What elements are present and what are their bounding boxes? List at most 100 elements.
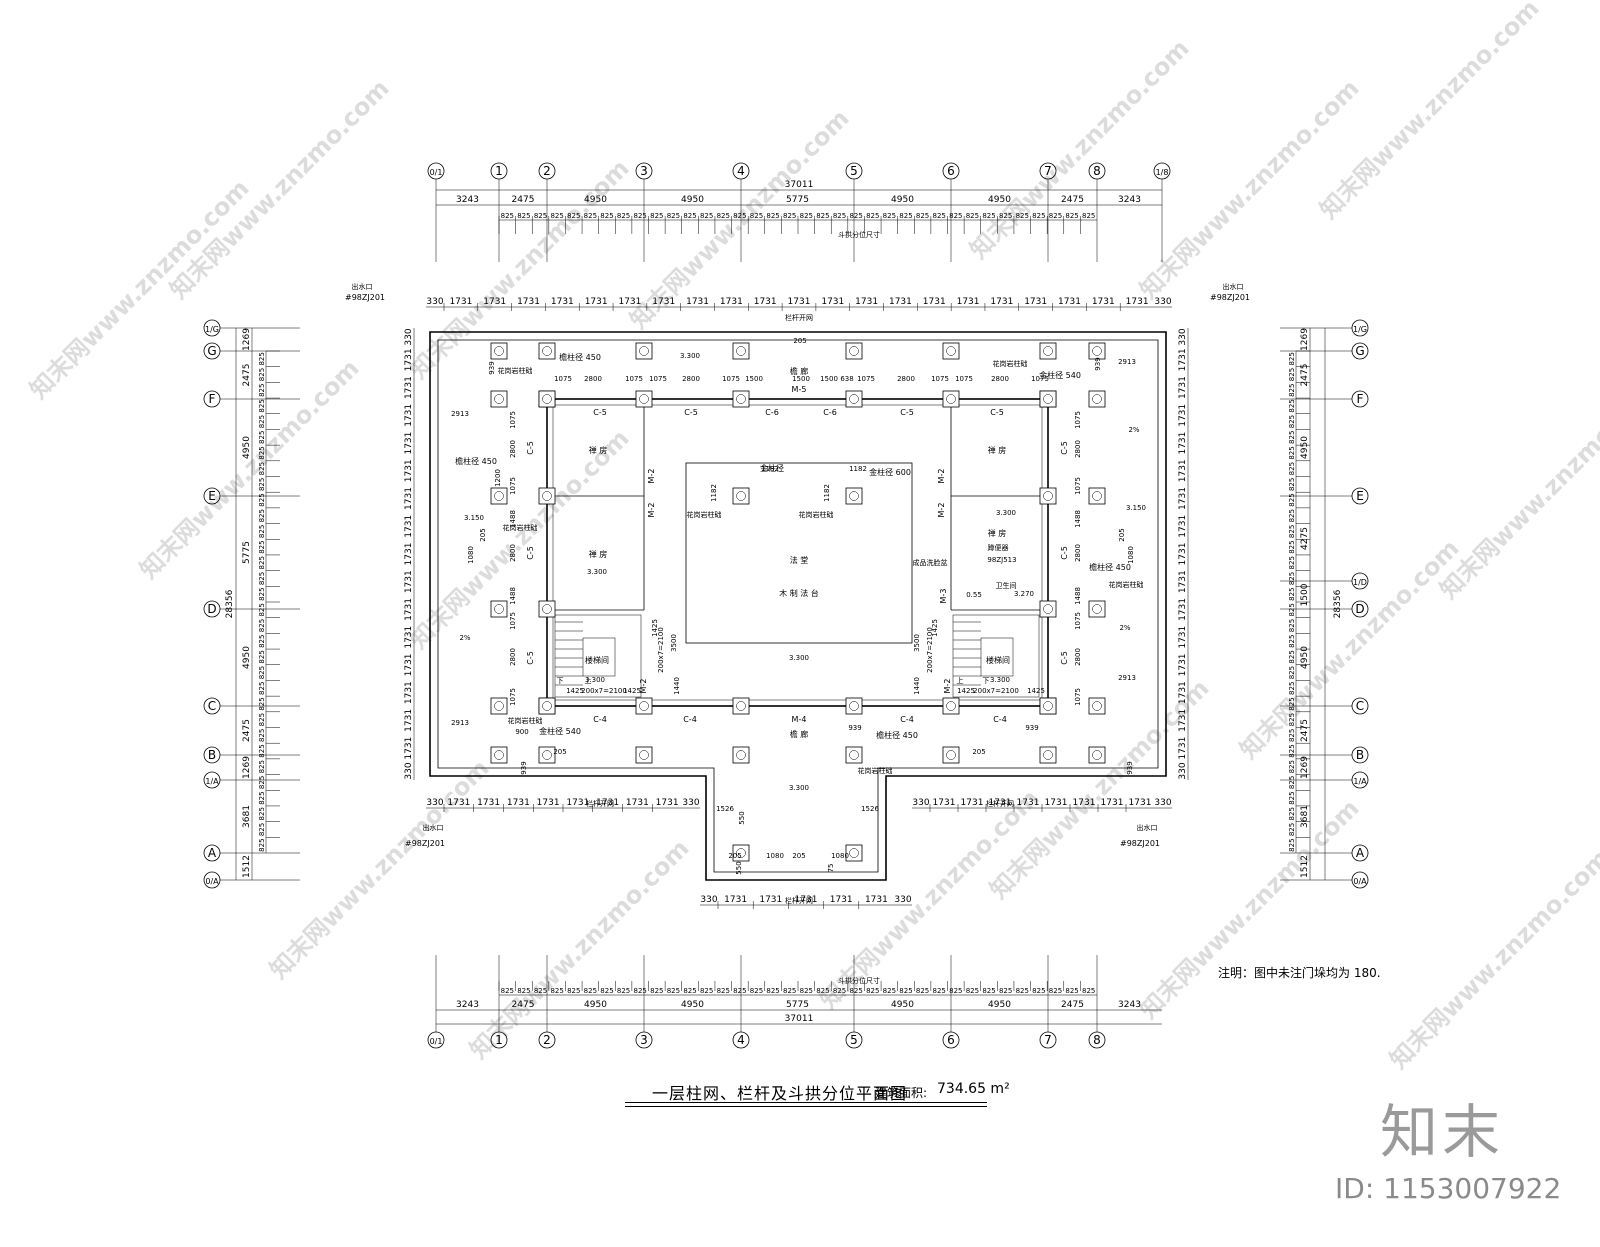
segment-width: 2475 xyxy=(512,1000,535,1010)
segment-height: 2475 xyxy=(242,719,252,742)
window-c5: C-5 xyxy=(526,441,535,455)
rail-span-left: 1731 xyxy=(404,487,414,510)
watermark-text: 知末网www.znzmo.com xyxy=(1134,794,1364,1024)
bracket-width: 825 xyxy=(982,987,995,995)
window-c5: C-5 xyxy=(593,408,607,417)
axis-label-right: G xyxy=(1355,344,1364,358)
bracket-height: 825 xyxy=(258,572,266,585)
elevation: 3.300 xyxy=(789,784,809,792)
window-c5: C-5 xyxy=(526,651,535,665)
eave-column xyxy=(490,487,508,505)
column-shaft xyxy=(542,701,552,711)
bracket-width: 825 xyxy=(667,212,680,220)
annotation-layer: 法 堂木 制 法 台禅 房禅 房禅 房禅 房楼梯间楼梯间檐 廊檐 廊卫生间成品洗… xyxy=(345,282,1250,905)
bracket-height: 825 xyxy=(1288,760,1296,773)
interior-dim: 205 xyxy=(728,852,741,860)
column-shaft xyxy=(494,491,504,501)
column-note: 金柱径 540 xyxy=(1039,370,1081,380)
segment-width: 4950 xyxy=(681,195,704,205)
squat-label: 蹲便器 xyxy=(988,543,1009,552)
axis-bubble xyxy=(1351,746,1369,764)
axis-label-top: 3 xyxy=(640,164,648,178)
bracket-width: 825 xyxy=(766,987,779,995)
column-note: 檐柱径 450 xyxy=(559,352,601,362)
base-note: 花岗岩柱础 xyxy=(858,766,893,775)
bracket-width: 825 xyxy=(567,987,580,995)
column-shaft xyxy=(849,491,859,501)
bracket-width: 825 xyxy=(717,212,730,220)
bracket-height: 825 xyxy=(1288,823,1296,836)
interior-dim-v: 3500 xyxy=(913,634,921,652)
axis-bubble xyxy=(427,162,445,180)
bracket-width: 825 xyxy=(883,987,896,995)
segment-height: 4950 xyxy=(1300,436,1310,459)
eave-column xyxy=(732,746,750,764)
rail-span-bottom-right: 1731 xyxy=(1101,798,1124,808)
bracket-height: 825 xyxy=(258,823,266,836)
bracket-width: 825 xyxy=(1082,212,1095,220)
segment-height: 2475 xyxy=(1300,364,1310,387)
interior-dim: 2913 xyxy=(451,410,469,418)
interior-dim-v: 2800 xyxy=(509,440,517,458)
watermark-text: 知末网www.znzmo.com xyxy=(24,174,254,404)
bracket-width: 825 xyxy=(866,987,879,995)
drain-label: 出水口 xyxy=(1223,282,1244,291)
base-note: 花岗岩柱础 xyxy=(498,366,533,375)
column-shaft xyxy=(1092,750,1102,760)
column-shaft xyxy=(849,701,859,711)
bracket-width: 825 xyxy=(501,212,514,220)
axis-label-top: 1 xyxy=(495,164,503,178)
bracket-width: 825 xyxy=(899,987,912,995)
interior-dim-v: 1075 xyxy=(1074,477,1082,495)
rail-span-top: 1731 xyxy=(686,297,709,307)
rail-span-top-end: 330 xyxy=(1154,297,1171,307)
watermark-text: 知末网www.znzmo.com xyxy=(164,74,394,304)
segment-width: 4950 xyxy=(891,1000,914,1010)
column-shaft xyxy=(542,750,552,760)
axis-label-left: F xyxy=(209,392,216,406)
watermark-text: 知末网www.znzmo.com xyxy=(404,424,634,654)
bracket-height: 825 xyxy=(258,587,266,600)
axis-label-bottom: 5 xyxy=(850,1033,858,1047)
gold-column xyxy=(538,600,556,618)
bracket-width: 825 xyxy=(1032,987,1045,995)
door-m2: M-2 xyxy=(937,503,946,518)
bracket-width: 825 xyxy=(534,987,547,995)
overall-width: 37011 xyxy=(785,180,814,190)
axis-label-right: 0/A xyxy=(1353,877,1367,886)
axis-bubble xyxy=(1351,390,1369,408)
watermark-text: 知末网www.znzmo.com xyxy=(964,34,1194,264)
slope: 2% xyxy=(1119,624,1130,632)
watermark-text: 知末网www.znzmo.com xyxy=(1314,0,1544,224)
interior-dim-v: 205 xyxy=(479,528,487,541)
bracket-width: 825 xyxy=(683,212,696,220)
watermark-text: 知末网www.znzmo.com xyxy=(1434,374,1600,604)
porch-column xyxy=(845,844,863,862)
overall-height: 28356 xyxy=(225,589,235,618)
bracket-width: 825 xyxy=(800,212,813,220)
interior-dim: 2800 xyxy=(584,375,602,383)
eave-column xyxy=(1039,746,1057,764)
interior-dim: 205 xyxy=(972,748,985,756)
axis-label-left: 1/A xyxy=(205,777,219,786)
bracket-width: 825 xyxy=(567,212,580,220)
bracket-note: 斗拱分位尺寸 xyxy=(838,230,880,239)
rail-span-top: 1731 xyxy=(957,297,980,307)
column-shaft xyxy=(494,604,504,614)
column-shaft xyxy=(494,346,504,356)
elevation: 3.150 xyxy=(1126,504,1146,512)
bracket-width: 825 xyxy=(966,987,979,995)
column-shaft xyxy=(946,701,956,711)
axis-label-top: 5 xyxy=(850,164,858,178)
elevation: 3.300 xyxy=(585,676,605,684)
interior-dim-v: 1440 xyxy=(673,677,681,695)
bracket-width: 825 xyxy=(717,987,730,995)
drain-label: 出水口 xyxy=(423,823,444,832)
room-stair: 楼梯间 xyxy=(986,655,1010,665)
bracket-height: 825 xyxy=(258,776,266,789)
drawing-note: 注明：图中未注门垛均为 180. xyxy=(1218,966,1381,980)
segment-height: 5775 xyxy=(242,541,252,564)
bracket-height: 825 xyxy=(1288,368,1296,381)
railing-line xyxy=(437,339,1159,873)
bracket-height: 825 xyxy=(1288,384,1296,397)
